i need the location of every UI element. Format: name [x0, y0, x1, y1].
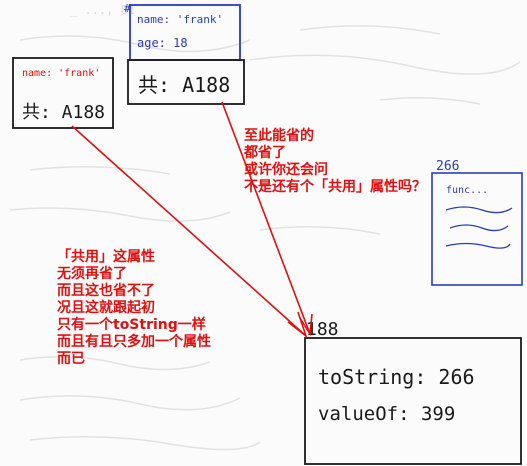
side-object-scribbles	[445, 206, 513, 249]
side-object-card: 266 func...	[431, 159, 523, 286]
prototype-valueof-field: valueOf: 399	[318, 403, 455, 425]
side-object-line: func...	[446, 185, 488, 196]
object-shared-field: 共: A188	[22, 102, 105, 123]
faded-label: _ ..., 81	[70, 3, 135, 17]
side-object-address: 266	[436, 159, 459, 174]
object-shared-field: 共: A188	[138, 73, 230, 97]
background-scribbles	[9, 25, 521, 451]
object-age-field: age: 18	[137, 36, 188, 50]
annotation-left: 「共用」这属性 无须再省了 而且这也省不了 况且这就跟起初 只有一个toStri…	[57, 249, 211, 367]
object-name-field: name: 'frank'	[137, 13, 223, 26]
prototype-address: 188	[306, 319, 339, 340]
arrowhead	[299, 313, 313, 337]
arrow-top-to-proto	[221, 101, 311, 335]
red-arrows	[71, 101, 313, 339]
arrow-small-to-proto	[71, 125, 307, 337]
object-card-small: name: 'frank' 共: A188	[12, 57, 114, 129]
object-name-field: name: 'frank'	[22, 68, 100, 79]
annotation-top: 至此能省的 都省了 或许你还会问 不是还有个「共用」属性吗？	[244, 128, 426, 195]
prototype-card: 188 toString: 266 valueOf: 399	[304, 319, 522, 465]
object-id-tag: #	[124, 2, 131, 15]
object-card-top: # name: 'frank' age: 18 共: A188	[124, 2, 245, 105]
prototype-tostring-field: toString: 266	[318, 365, 475, 389]
